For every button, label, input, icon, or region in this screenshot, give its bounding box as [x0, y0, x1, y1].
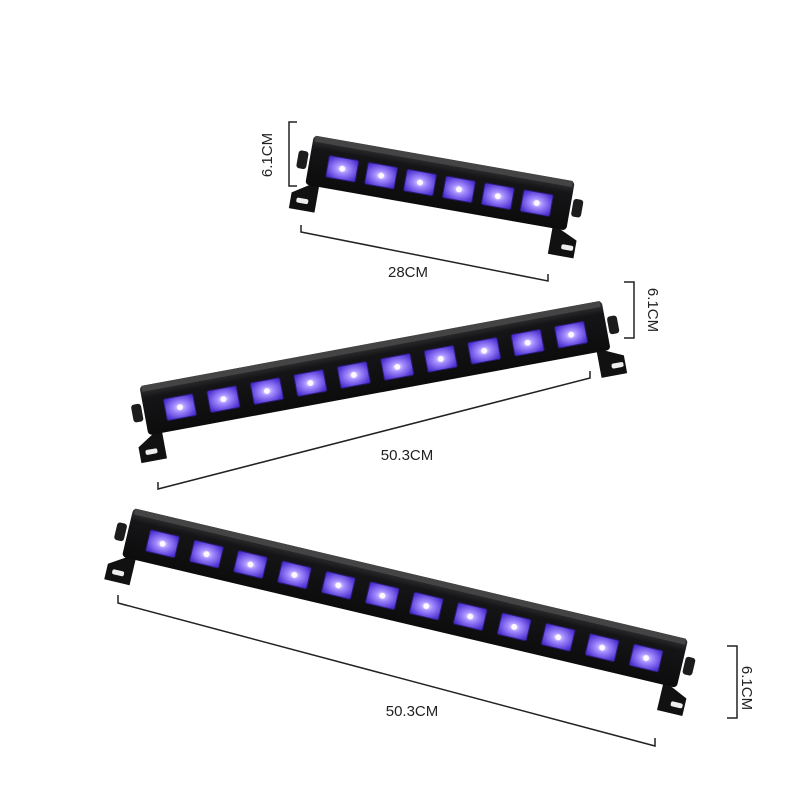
height-label-1: 6.1CM [259, 133, 276, 177]
led-hotspot [555, 634, 562, 641]
height-label-2: 6.1CM [644, 288, 661, 332]
height-label-3: 6.1CM [738, 666, 755, 710]
led-hotspot [378, 172, 385, 179]
light-bar-medium [131, 300, 628, 464]
knob-right [607, 315, 620, 335]
led-hotspot [481, 347, 488, 354]
led-hotspot [263, 388, 270, 395]
led-hotspot [247, 561, 254, 568]
mount-bracket-left [104, 555, 137, 586]
light-bar-large [104, 508, 696, 716]
led-hotspot [417, 179, 424, 186]
length-line-2 [157, 371, 591, 490]
bracket-hole [561, 244, 574, 251]
knob-right [682, 656, 696, 676]
bar-body [305, 136, 575, 230]
mount-bracket-right [596, 348, 628, 378]
bar-body [122, 508, 688, 688]
led-hotspot [176, 404, 183, 411]
led-hotspot [455, 186, 462, 193]
led-hotspot [643, 655, 650, 662]
led-hotspot [350, 371, 357, 378]
bracket-hole [145, 448, 158, 455]
height-bracket-1 [288, 121, 297, 187]
length-label-3: 50.3CM [386, 703, 439, 720]
bar-body [140, 301, 610, 435]
led-hotspot [568, 331, 575, 338]
led-hotspot [394, 363, 401, 370]
led-hotspot [599, 644, 606, 651]
led-hotspot [220, 396, 227, 403]
bar-top-edge [141, 300, 601, 392]
knob-left [296, 150, 309, 170]
led-hotspot [423, 603, 430, 610]
led-hotspot [291, 571, 298, 578]
bracket-hole [670, 701, 683, 709]
mount-bracket-left [138, 428, 167, 464]
bracket-hole [296, 197, 309, 205]
length-label-1: 28CM [388, 264, 428, 281]
led-hotspot [203, 551, 210, 558]
led-hotspot [307, 380, 314, 387]
length-line-1 [300, 225, 549, 282]
led-hotspot [524, 339, 531, 346]
bracket-hole [112, 569, 125, 577]
bar-top-edge [314, 135, 573, 187]
bracket-hole [611, 362, 624, 369]
led-hotspot [437, 355, 444, 362]
bar-top-edge [133, 508, 687, 645]
knob-right [571, 198, 584, 218]
length-line-3 [117, 595, 656, 747]
led-hotspot [339, 165, 346, 172]
led-hotspot [533, 200, 540, 207]
led-hotspot [494, 193, 501, 200]
light-bar-small [288, 135, 584, 259]
led-hotspot [467, 613, 474, 620]
led-hotspot [159, 540, 166, 547]
knob-left [131, 403, 144, 423]
height-bracket-2 [624, 281, 635, 339]
led-hotspot [511, 623, 518, 630]
knob-left [114, 522, 127, 542]
height-bracket-3 [727, 645, 738, 719]
length-label-2: 50.3CM [381, 447, 434, 464]
led-hotspot [379, 592, 386, 599]
mount-bracket-left [288, 182, 320, 213]
led-hotspot [335, 582, 342, 589]
